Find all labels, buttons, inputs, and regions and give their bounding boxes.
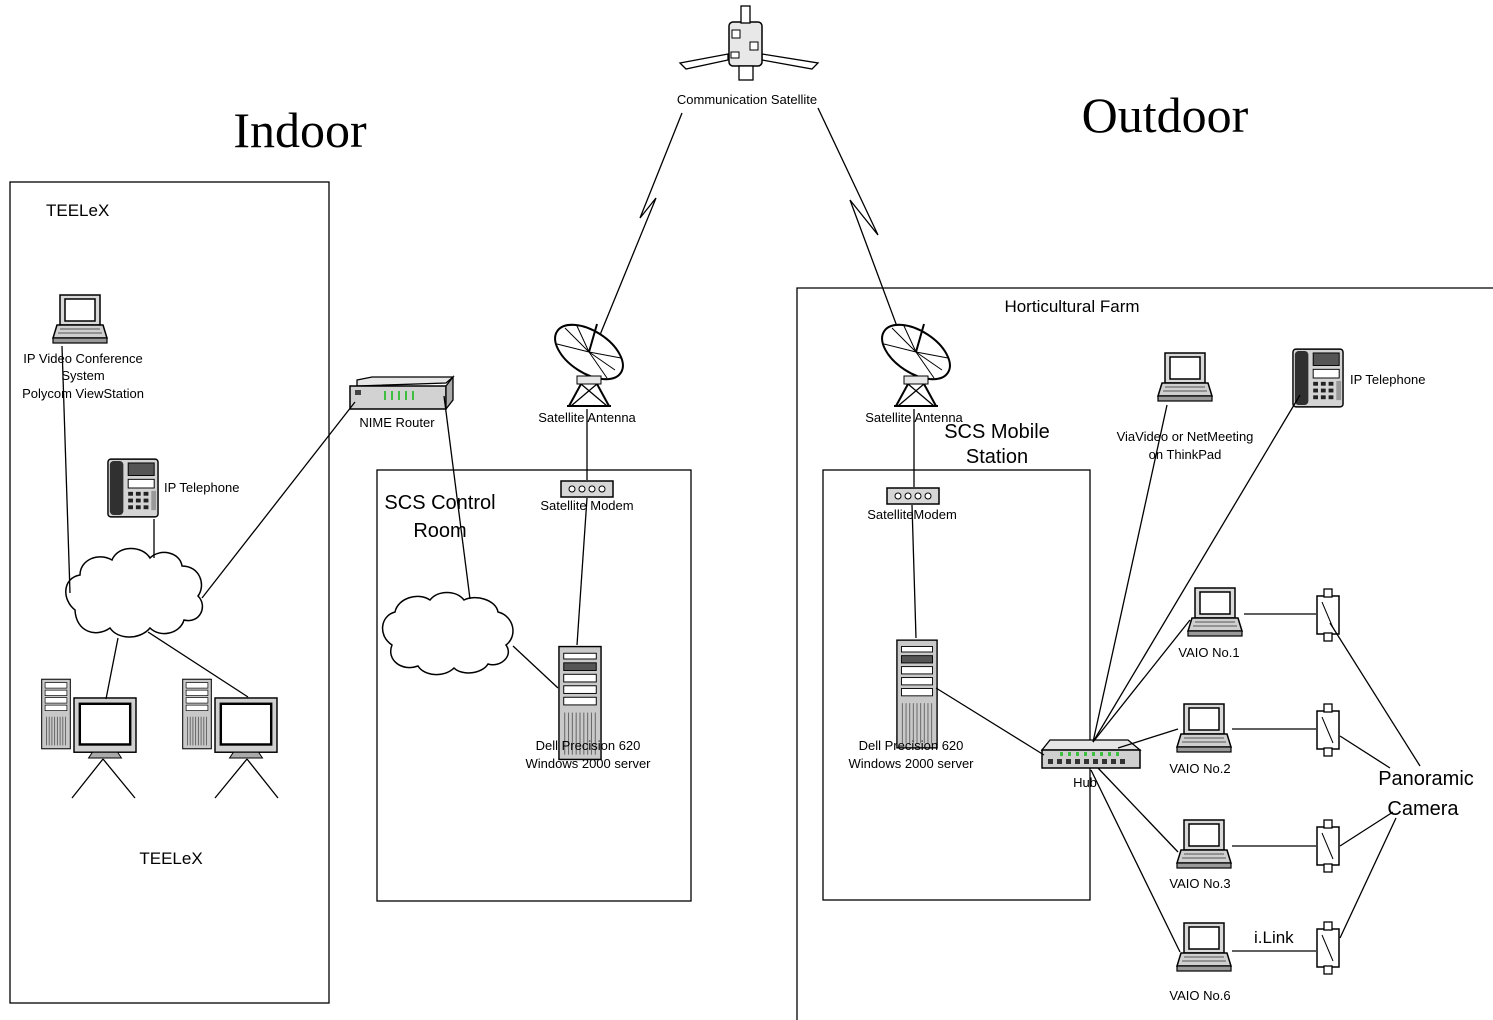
wire-farm-server-hub: [935, 687, 1045, 756]
indoor-lan-cloud-icon: [65, 547, 204, 638]
mobile-station-box: [822, 469, 1091, 901]
ilink-label: i.Link: [1254, 928, 1294, 947]
wire-router-cloud: [443, 395, 471, 600]
vaio-3-label: VAIO No.3: [1169, 876, 1230, 891]
camera-2-icon: [1316, 703, 1340, 757]
nime-router-label: NIME Router: [359, 415, 435, 430]
control-modem-icon: [560, 480, 614, 498]
farm-server-label-2: Windows 2000 server: [849, 756, 975, 771]
satellite-link-right: [817, 107, 906, 349]
vaio-6-label: VAIO No.6: [1169, 988, 1230, 1003]
outdoor-title: Outdoor: [1082, 87, 1249, 143]
farm-modem-icon: [886, 487, 940, 505]
vaio-6-icon: [1176, 922, 1232, 972]
workstation-1-stand: [71, 758, 136, 799]
farm-server-icon: [896, 639, 938, 749]
hub-icon: [1040, 739, 1142, 769]
nime-router-icon: [349, 375, 455, 411]
ip-telephone-farm-icon: [1292, 348, 1344, 408]
mobile-station-title-2: Station: [966, 446, 1028, 468]
thinkpad-label-2: on ThinkPad: [1149, 447, 1222, 462]
wire-cloud-ws1: [105, 637, 119, 700]
panoramic-label-1: Panoramic: [1378, 768, 1474, 790]
indoor-title: Indoor: [233, 102, 367, 158]
vaio-1-label: VAIO No.1: [1178, 645, 1239, 660]
ip-telephone-indoor-icon: [107, 458, 159, 518]
mobile-station-title-1: SCS Mobile: [944, 421, 1050, 443]
vaio-1-icon: [1187, 587, 1243, 637]
horticultural-farm-box: [796, 287, 1493, 1020]
workstation-2-icon: [182, 678, 278, 759]
wire-modem-server: [576, 497, 588, 646]
hub-label: Hub: [1073, 775, 1097, 790]
thinkpad-label-1: ViaVideo or NetMeeting: [1117, 429, 1254, 444]
farm-server-label-1: Dell Precision 620: [859, 738, 964, 753]
farm-camera-panoramic-wires: [1329, 622, 1421, 939]
wire-cloud-server: [512, 645, 559, 689]
control-room-cloud-icon: [381, 591, 514, 676]
ip-telephone-farm-label: IP Telephone: [1350, 372, 1425, 387]
satellite-label: Communication Satellite: [677, 92, 817, 107]
teelex-box: [9, 181, 330, 1004]
satellite-icon: [678, 5, 820, 81]
wire-cloud-ws2: [147, 631, 249, 698]
control-server-label-2: Windows 2000 server: [526, 756, 652, 771]
control-satellite-antenna-icon: [547, 322, 627, 407]
videoconf-laptop-icon: [52, 294, 108, 344]
wire-farm-modem-server: [911, 504, 917, 639]
videoconf-label-2: System: [61, 368, 104, 383]
control-room-title-2: Room: [413, 520, 466, 542]
satellite-link-left: [592, 112, 683, 353]
control-room-title-1: SCS Control: [384, 492, 495, 514]
farm-satellite-antenna-icon: [874, 322, 954, 407]
teelex-bottom-label: TEELeX: [139, 849, 202, 868]
videoconf-label-3: Polycom ViewStation: [22, 386, 144, 401]
vaio-2-icon: [1176, 703, 1232, 753]
wire-cloud-router: [201, 401, 356, 599]
workstation-2-stand: [214, 758, 279, 799]
videoconf-label-1: IP Video Conference: [23, 351, 143, 366]
vaio-2-label: VAIO No.2: [1169, 761, 1230, 776]
ip-telephone-indoor-label: IP Telephone: [164, 480, 239, 495]
vaio-3-icon: [1176, 819, 1232, 869]
panoramic-label-2: Camera: [1387, 798, 1459, 820]
camera-3-icon: [1316, 819, 1340, 873]
farm-vaio-camera-wires: [1232, 613, 1316, 952]
control-room-box: [376, 469, 692, 902]
farm-title: Horticultural Farm: [1004, 297, 1139, 316]
wire-videoconf-cloud: [61, 345, 71, 594]
workstation-1-icon: [41, 678, 137, 759]
farm-hub-wires: [1090, 394, 1301, 953]
camera-4-icon: [1316, 921, 1340, 975]
teelex-box-label: TEELeX: [46, 201, 109, 220]
thinkpad-laptop-icon: [1157, 352, 1213, 402]
control-server-label-1: Dell Precision 620: [536, 738, 641, 753]
